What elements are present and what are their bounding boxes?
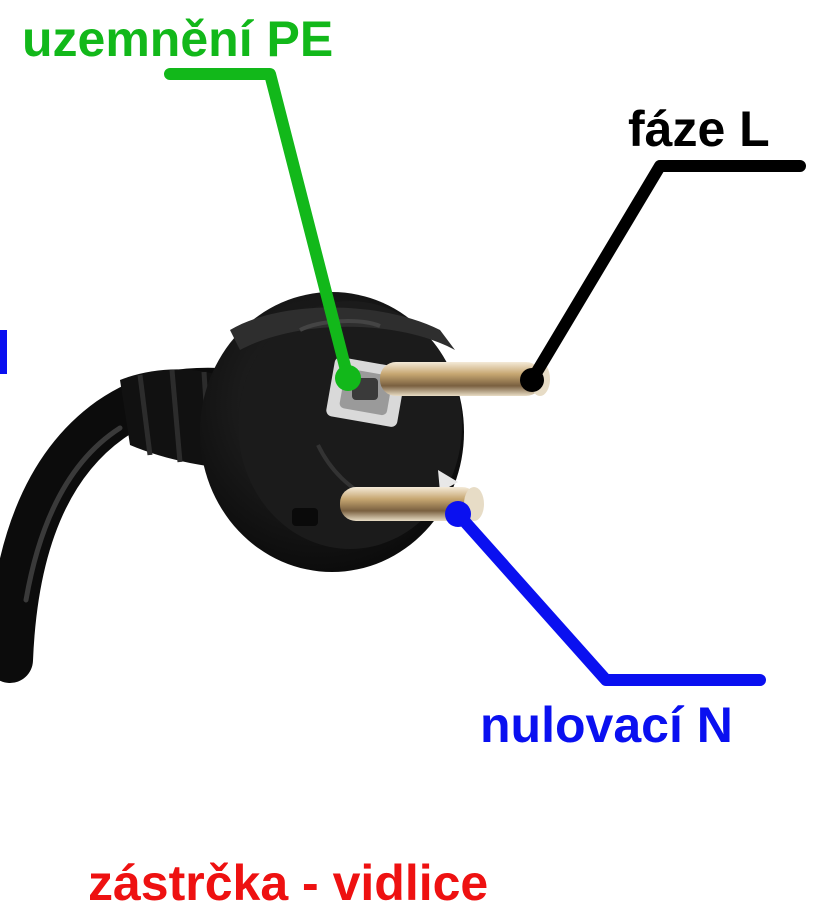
- ground-dot: [335, 365, 361, 391]
- ground-label: uzemnění PE: [22, 11, 334, 67]
- ground-leader: [164, 68, 354, 384]
- phase-dot: [520, 368, 544, 392]
- neutral-leader: [452, 508, 766, 686]
- phase-label: fáze L: [628, 101, 770, 157]
- edge-mark: [0, 330, 7, 374]
- neutral-label: nulovací N: [480, 697, 733, 753]
- phase-leader: [526, 160, 806, 386]
- cable-highlight: [23, 425, 123, 603]
- diagram-title: zástrčka - vidlice: [88, 855, 489, 911]
- neutral-dot: [445, 501, 471, 527]
